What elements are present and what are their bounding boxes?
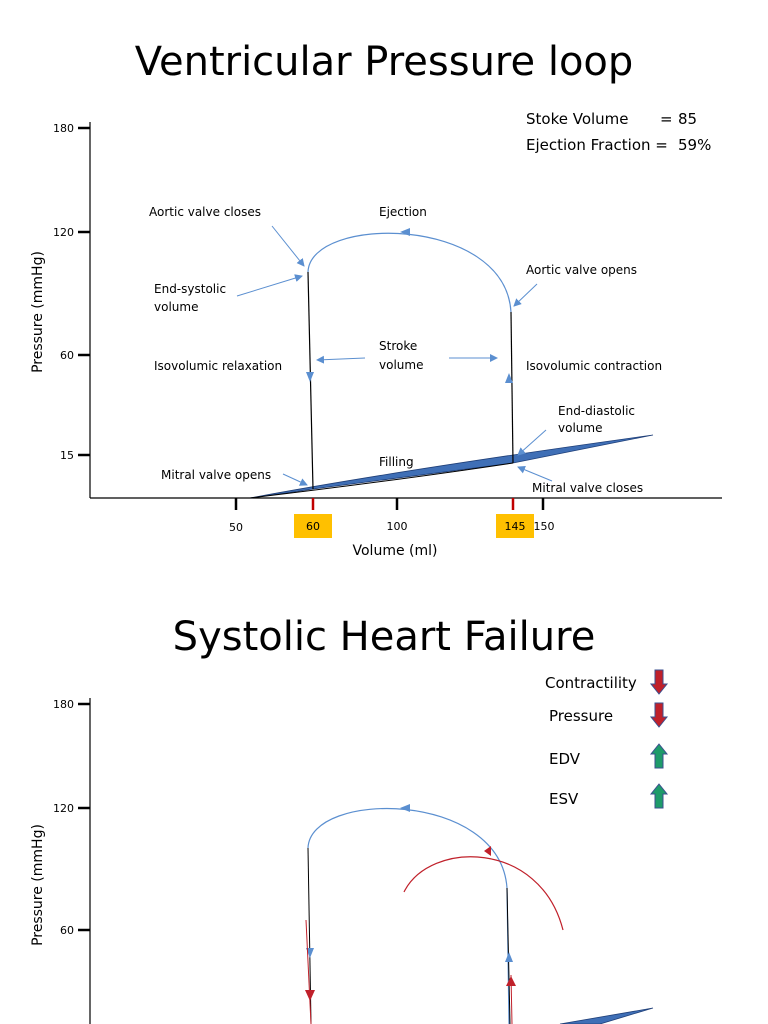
- contraction-arrow: [505, 373, 513, 383]
- normal-pv-loop: [249, 228, 654, 499]
- highlight-esv-box: [294, 514, 332, 538]
- top-xtick-50: 50: [229, 521, 243, 534]
- iso-contraction-line: [510, 311, 514, 464]
- bottom-normal-loop: [306, 804, 654, 1024]
- iso-contraction-label: Isovolumic contraction: [526, 359, 662, 373]
- esv-label-1: End-systolic: [154, 282, 226, 296]
- ejection-label: Ejection: [379, 205, 427, 219]
- edv-up-arrow-icon: [649, 743, 669, 769]
- legend-edv: EDV: [549, 750, 581, 768]
- bottom-axes: [78, 698, 91, 1024]
- top-ytick-120: 120: [53, 226, 74, 239]
- filling-label: Filling: [379, 455, 414, 469]
- bottom-ytick-120: 120: [53, 802, 74, 815]
- stroke-volume-eq: =: [660, 110, 673, 128]
- stroke-volume-value: 85: [678, 110, 697, 128]
- top-axes: [78, 122, 722, 510]
- top-x-axis-title: Volume (ml): [353, 543, 438, 559]
- esv-up-arrow-icon: [649, 783, 669, 809]
- stroke-volume-ann-1: Stroke: [379, 339, 417, 353]
- top-xtick-150: 150: [534, 520, 555, 533]
- bottom-y-axis-title: Pressure (mmHg): [30, 824, 46, 946]
- top-y-axis-title: Pressure (mmHg): [30, 251, 46, 373]
- mitral-valve-opens-label: Mitral valve opens: [161, 468, 271, 482]
- ejection-arc: [307, 232, 512, 313]
- bottom-legend: Contractility Pressure EDV ESV: [545, 669, 669, 809]
- aortic-valve-closes-label: Aortic valve closes: [149, 205, 261, 219]
- aortic-valve-opens-label: Aortic valve opens: [526, 263, 637, 277]
- top-annotations: Aortic valve closes Ejection Aortic valv…: [149, 205, 662, 495]
- bottom-failure-loop: [305, 846, 564, 1024]
- ejection-fraction-value: 59%: [678, 136, 711, 154]
- top-ytick-60: 60: [60, 349, 74, 362]
- edv-label-2: volume: [558, 421, 602, 435]
- stroke-volume-ann-2: volume: [379, 358, 423, 372]
- legend-contractility: Contractility: [545, 674, 637, 692]
- pressure-down-arrow-icon: [649, 702, 669, 728]
- top-pointers: [236, 225, 553, 486]
- iso-relaxation-label: Isovolumic relaxation: [154, 359, 282, 373]
- highlight-edv-box: [496, 514, 534, 538]
- bottom-ytick-180: 180: [53, 698, 74, 711]
- legend-esv: ESV: [549, 790, 579, 808]
- stroke-volume-label: Stoke Volume: [526, 110, 629, 128]
- top-xtick-145: 145: [505, 520, 526, 533]
- top-ytick-180: 180: [53, 122, 74, 135]
- contractility-down-arrow-icon: [649, 669, 669, 695]
- bottom-title: Systolic Heart Failure: [173, 614, 596, 660]
- ejection-arrow: [400, 228, 410, 236]
- ejection-fraction-label: Ejection Fraction =: [526, 136, 668, 154]
- top-xtick-60: 60: [306, 520, 320, 533]
- edv-label-1: End-diastolic: [558, 404, 635, 418]
- top-title: Ventricular Pressure loop: [135, 39, 634, 85]
- bottom-ytick-60: 60: [60, 924, 74, 937]
- top-ytick-15: 15: [60, 449, 74, 462]
- mitral-valve-closes-label: Mitral valve closes: [532, 481, 643, 495]
- top-xtick-100: 100: [387, 520, 408, 533]
- legend-pressure: Pressure: [549, 707, 613, 725]
- esv-label-2: volume: [154, 300, 198, 314]
- relaxation-arrow: [306, 372, 314, 382]
